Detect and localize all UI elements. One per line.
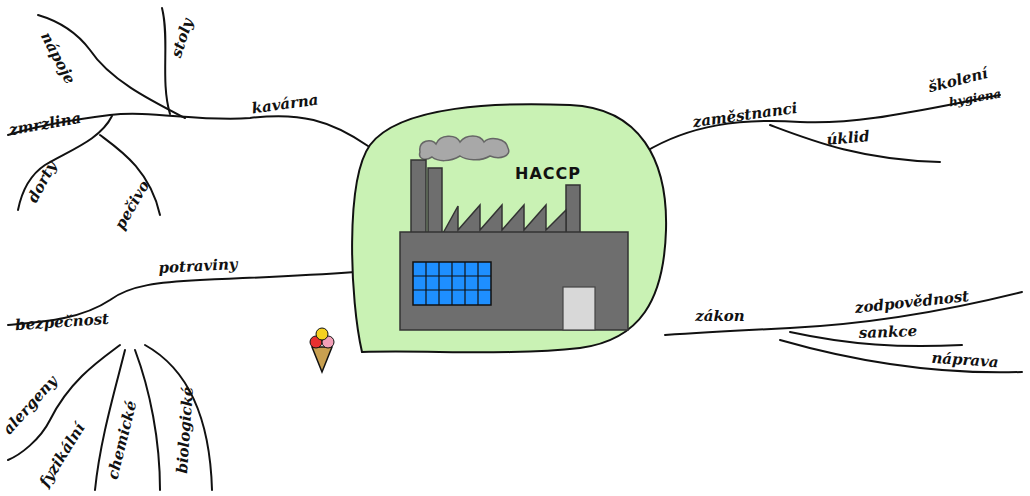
branch-label: potraviny [158,255,238,277]
topic-title: HACCP [515,164,581,183]
ice-cream-scoop [316,328,328,340]
ice-cream-icon [310,328,334,372]
blob-shape [352,104,666,352]
central-topic: HACCP [350,100,670,360]
branch-label: zodpovědnost [854,287,970,317]
branch-label: zákon [695,307,745,325]
branch-label: náprava [931,349,999,372]
branch-label: bezpečnost [14,310,109,335]
branch-label: stoly [167,16,196,59]
branch-label: kavárna [251,90,320,117]
branch-label: zaměstnanci [692,99,799,131]
branch-label: pečivo [111,177,153,232]
branch-line [162,8,170,114]
branch-line [145,345,212,490]
branch-label: zmrzlina [8,109,83,139]
branch-line [780,340,1022,372]
blob-outline [350,100,670,360]
branch-label: alergeny [0,372,61,438]
ice-cream-cone [312,347,332,372]
branch-label: biologické [173,386,197,474]
branch-line [770,125,940,162]
branch-label: nápoje [37,29,79,87]
branch-line [135,350,160,490]
branch-label: hygiena [948,87,1002,110]
branch-label: sankce [859,322,918,342]
branch-label: úklid [826,127,871,149]
